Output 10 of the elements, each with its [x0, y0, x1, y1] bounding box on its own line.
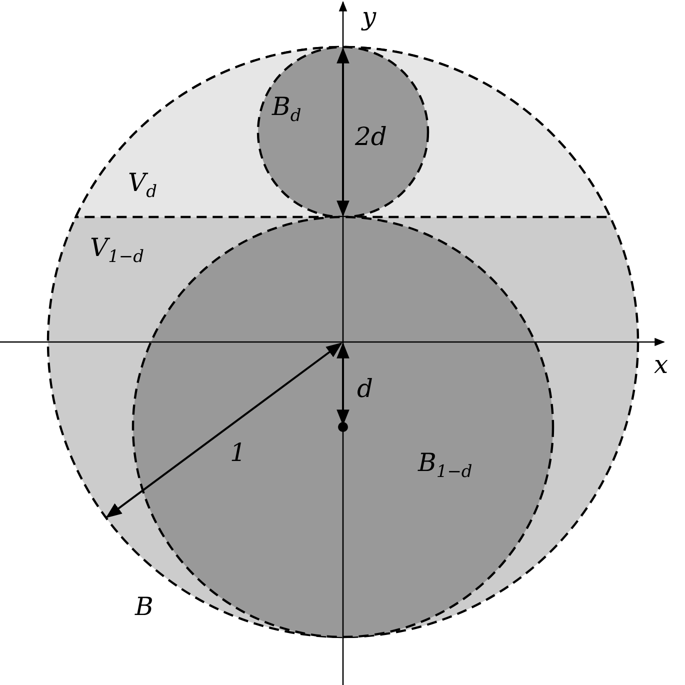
circle-label: B — [135, 594, 154, 619]
region-label: V$_{1−d}$ — [90, 235, 144, 266]
dimension-label: 1 — [230, 440, 246, 465]
dimension-label: d — [357, 376, 374, 401]
axis-label: x — [654, 352, 668, 377]
dimension-label: 2d — [355, 124, 387, 149]
circle-label: B$_{1−d}$ — [418, 450, 472, 481]
axis-label: y — [362, 4, 376, 29]
region-label: V$_{d}$ — [128, 170, 157, 201]
circle-label: B$_{d}$ — [272, 94, 302, 125]
